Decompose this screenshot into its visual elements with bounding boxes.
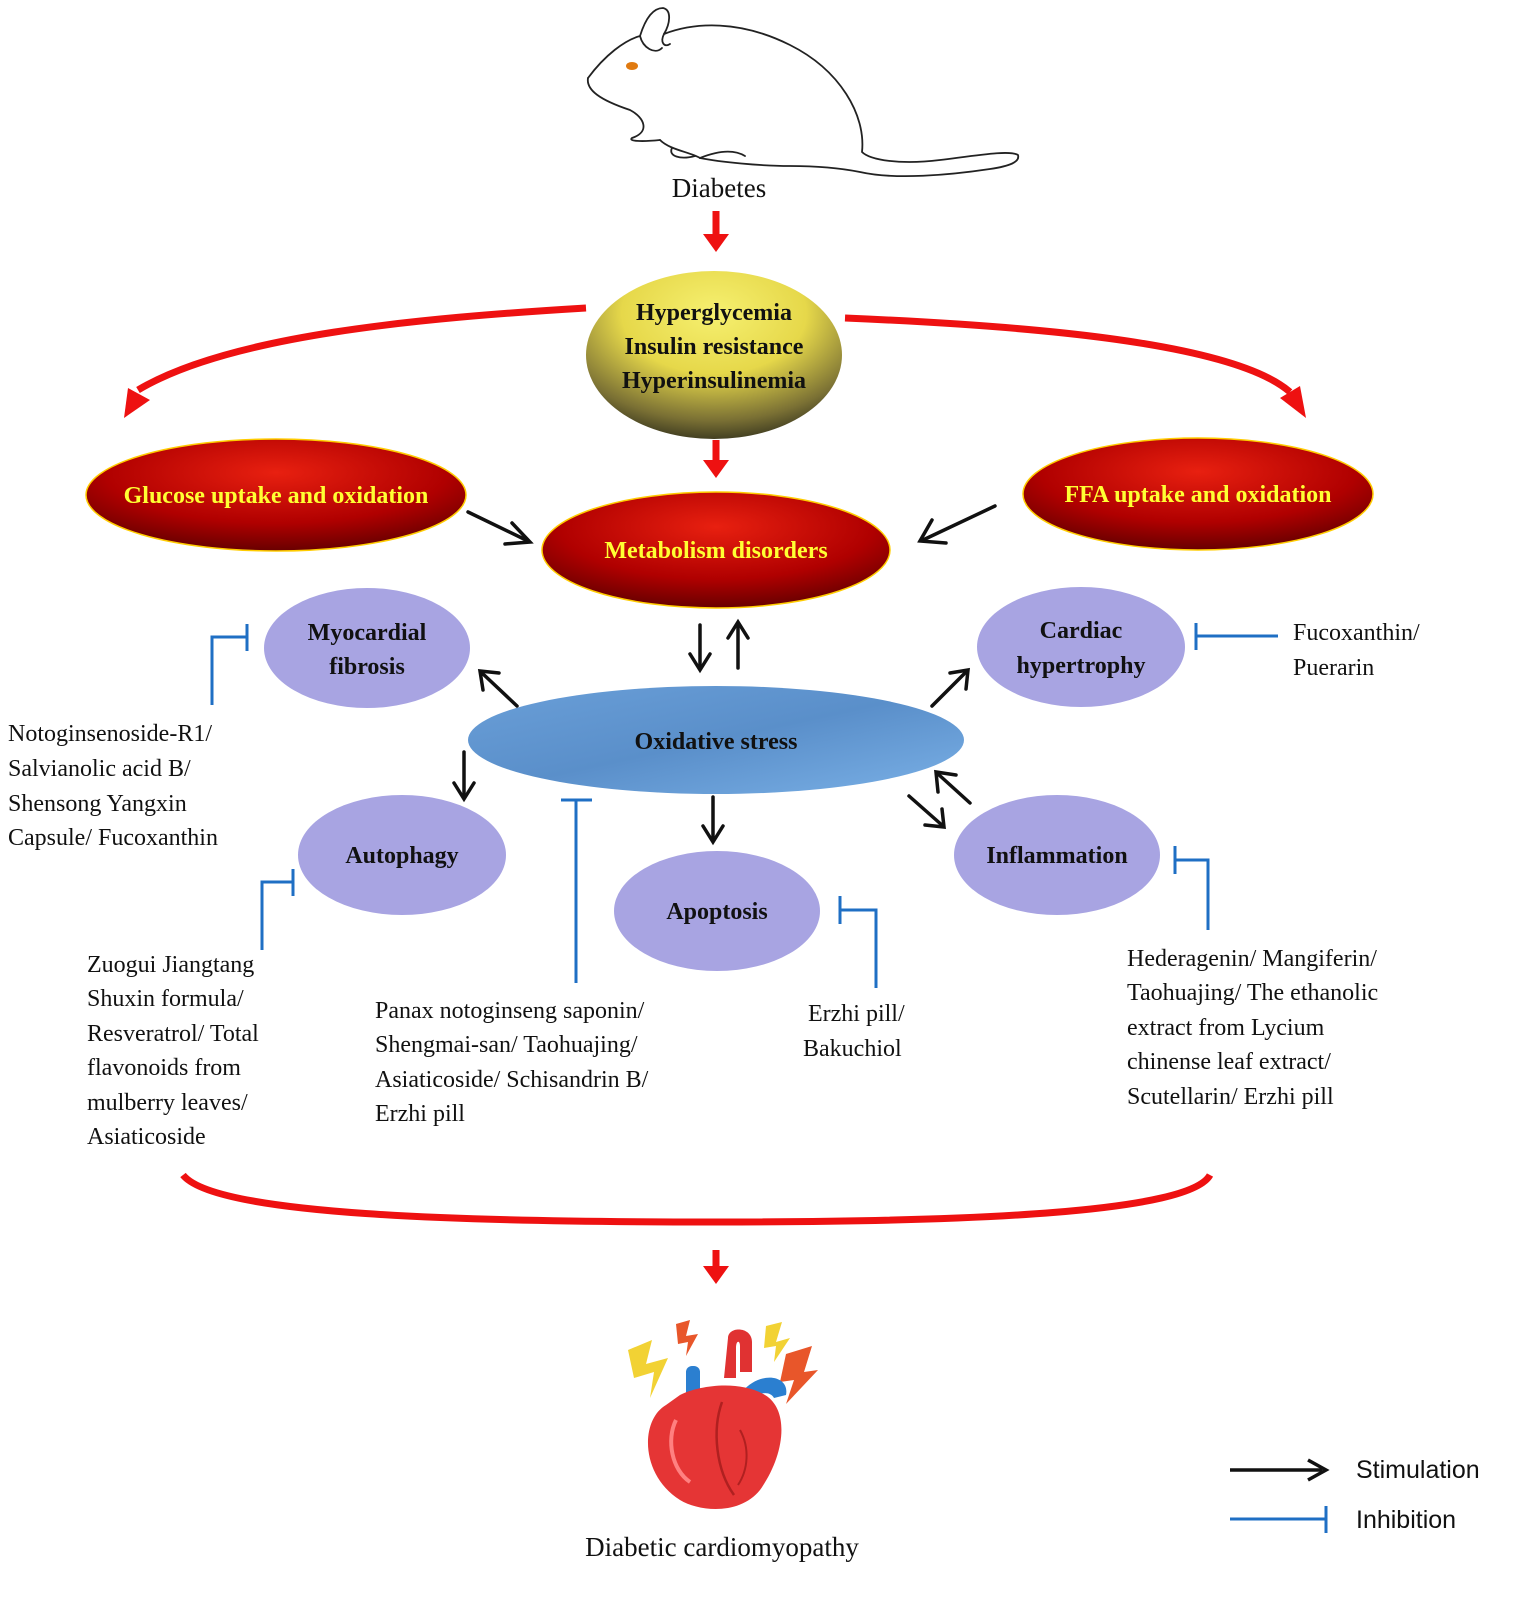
inflammation-inhibitors: Hederagenin/ Mangiferin/ Taohuajing/ The… [1127,946,1378,1110]
autophagy-node [298,795,506,915]
legend: Stimulation Inhibition [1230,1456,1480,1534]
inhibitor-text: chinense leaf extract/ [1127,1049,1331,1075]
inhibitor-text: Scutellarin/ Erzhi pill [1127,1084,1334,1110]
cardiac-hypertrophy-line-2: hypertrophy [1017,653,1146,679]
inhibitor-text: Erzhi pill/ [808,1001,905,1027]
oxidative-inhibitors: Panax notoginseng saponin/ Shengmai-san/… [375,998,649,1127]
ffa-label: FFA uptake and oxidation [1065,482,1332,508]
core-line-3: Hyperinsulinemia [622,368,806,394]
glucose-ellipse [85,438,467,552]
apoptosis-node [614,851,820,971]
autophagy-inhibitors: Zuogui Jiangtang Shuxin formula/ Resvera… [87,952,259,1150]
oxidative-stress-label: Oxidative stress [635,729,798,755]
red-stim-arrows [124,211,1306,478]
metabolism-ellipse [541,491,891,609]
inflammation-node [954,795,1160,915]
cardiac-hypertrophy-node [977,587,1185,707]
inhibitor-text: Zuogui Jiangtang [87,952,254,978]
inhibitor-text: Shensong Yangxin [8,791,187,817]
myocardial-fibrosis-line-1: Myocardial [308,620,427,646]
metabolism-label: Metabolism disorders [604,538,827,564]
ffa-ellipse [1022,437,1374,551]
inhibitor-text: Fucoxanthin/ [1293,620,1420,646]
inhibitor-text: Puerarin [1293,655,1374,681]
inflammation-label: Inflammation [986,843,1127,869]
inhibitor-text: Salvianolic acid B/ [8,756,191,782]
inhibitor-text: Hederagenin/ Mangiferin/ [1127,946,1377,972]
inhibitor-text: Resveratrol/ Total [87,1021,259,1047]
inhibitor-text: Asiaticoside [87,1124,206,1150]
apoptosis-inhibitors: Erzhi pill/ Bakuchiol [803,1001,905,1062]
black-stim-arrows [452,504,997,846]
heart-icon [628,1320,818,1510]
inhibitor-text: Bakuchiol [803,1036,902,1062]
legend-inhibition: Inhibition [1356,1506,1456,1534]
apoptosis-label: Apoptosis [666,899,767,925]
core-ellipse [586,271,842,439]
inhibitor-text: Asiaticoside/ Schisandrin B/ [375,1067,649,1093]
cardiac-hypertrophy-line-1: Cardiac [1040,618,1123,644]
outcome-label: Diabetic cardiomyopathy [585,1532,859,1562]
diabetes-label: Diabetes [672,173,766,203]
fibrosis-inhibitors: Notoginsenoside-R1/ Salvianolic acid B/ … [8,721,218,851]
hypertrophy-inhibitors: Fucoxanthin/ Puerarin [1293,620,1420,681]
inhibitor-text: mulberry leaves/ [87,1090,248,1116]
inhibition-connectors [210,623,1278,988]
inhibitor-text: extract from Lycium [1127,1015,1325,1041]
legend-stimulation: Stimulation [1356,1456,1480,1484]
myocardial-fibrosis-node [264,588,470,708]
inhibitor-text: Shengmai-san/ Taohuajing/ [375,1032,638,1058]
glucose-label: Glucose uptake and oxidation [124,483,429,509]
inhibitor-text: Panax notoginseng saponin/ [375,998,645,1024]
inhibitor-text: Erzhi pill [375,1101,465,1127]
inhibitor-text: Taohuajing/ The ethanolic [1127,980,1378,1006]
inhibitor-text: flavonoids from [87,1055,241,1081]
core-line-2: Insulin resistance [625,334,804,360]
core-line-1: Hyperglycemia [636,300,792,326]
inhibitor-text: Notoginsenoside-R1/ [8,721,212,747]
inhibitor-text: Capsule/ Fucoxanthin [8,825,218,851]
inhibitor-text: Shuxin formula/ [87,986,244,1012]
autophagy-label: Autophagy [345,843,458,869]
mouse-eye [626,62,638,70]
mouse-icon [587,7,1020,178]
myocardial-fibrosis-line-2: fibrosis [329,654,405,680]
oxidative-stress-ellipse [468,686,964,794]
convergence-arrow [180,1172,1214,1284]
